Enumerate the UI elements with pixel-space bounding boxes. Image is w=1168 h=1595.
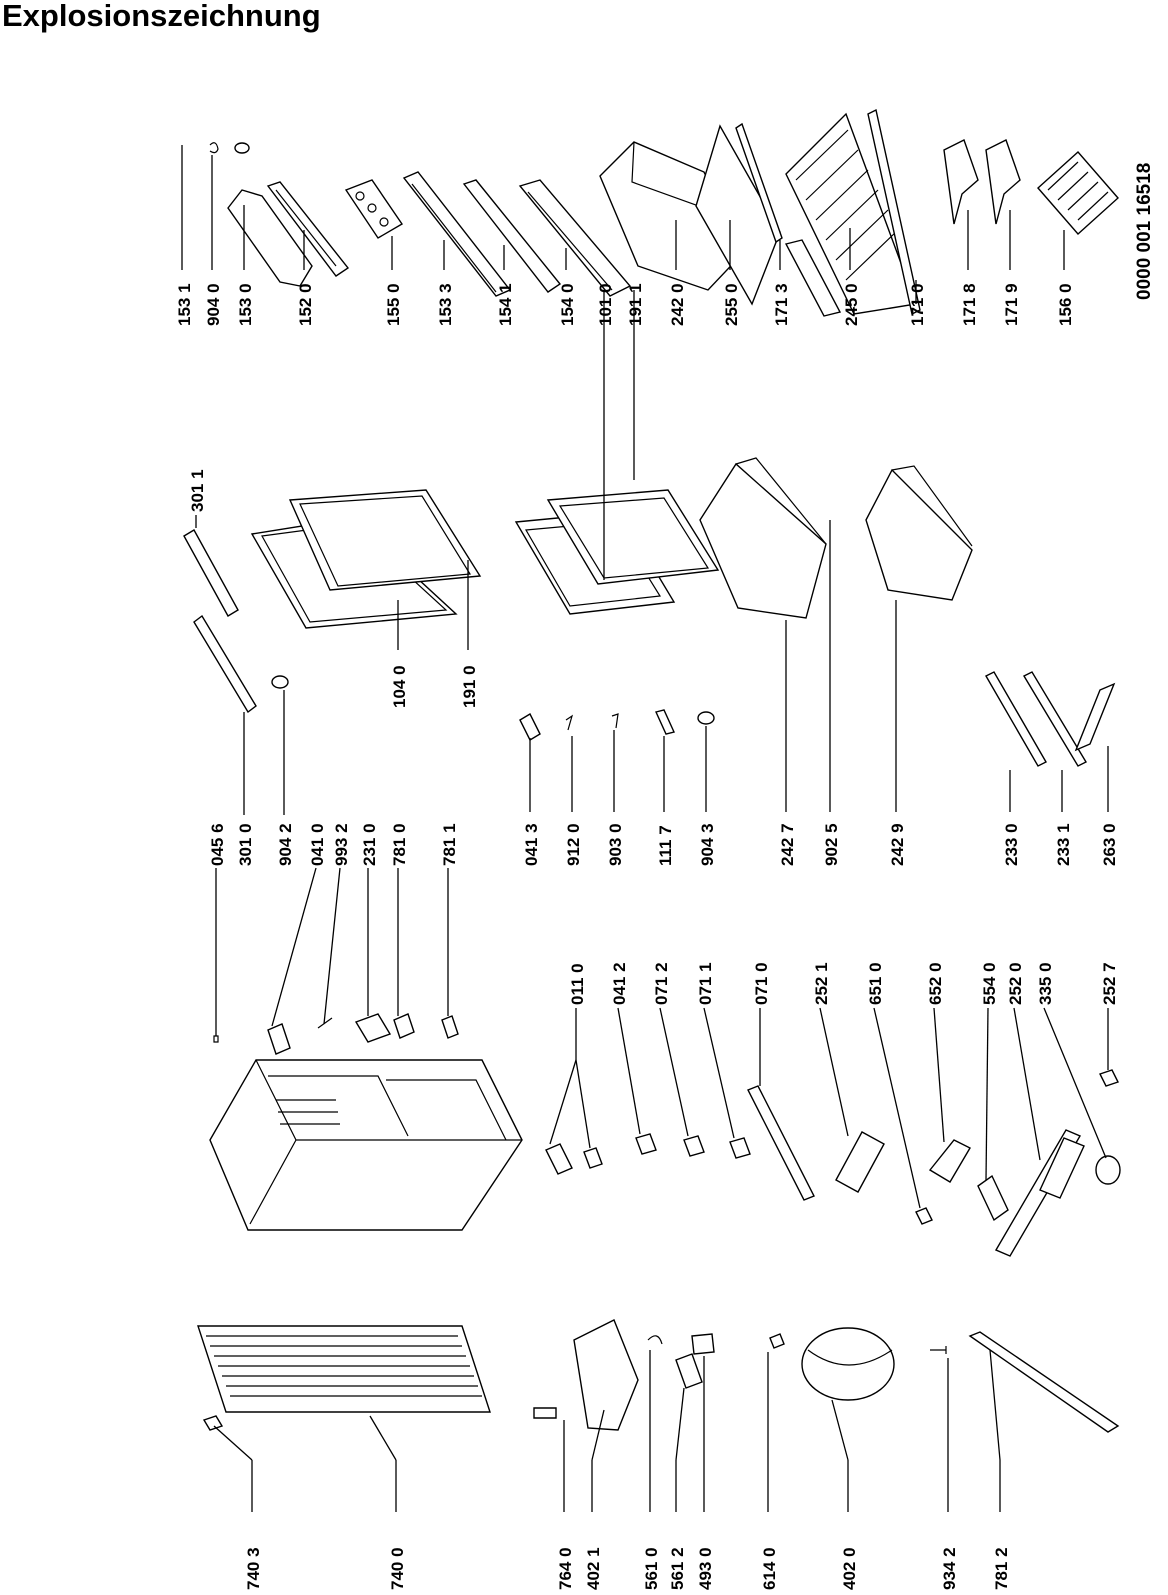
part-drawings-condenser <box>197 1319 1120 1433</box>
label-2310: 231 0 <box>360 823 379 866</box>
label-1911: 191 1 <box>626 283 645 326</box>
label-1910: 191 0 <box>460 665 479 708</box>
label-1719: 171 9 <box>1002 283 1021 326</box>
label-9030: 903 0 <box>606 823 625 866</box>
label-2450: 245 0 <box>842 283 861 326</box>
label-2521: 252 1 <box>812 962 831 1005</box>
label-1713: 171 3 <box>772 283 791 326</box>
label-9120: 912 0 <box>564 823 583 866</box>
label-1117: 111 7 <box>656 825 675 866</box>
label-0110: 011 0 <box>568 963 587 1005</box>
label-1530: 153 0 <box>236 283 255 326</box>
label-7810: 781 0 <box>390 823 409 866</box>
label-7403: 740 3 <box>244 1547 263 1590</box>
label-1010: 101 0 <box>596 283 615 326</box>
label-3011: 301 1 <box>188 469 207 512</box>
label-3350: 335 0 <box>1036 962 1055 1005</box>
label-0413: 041 3 <box>522 823 541 866</box>
label-5540: 554 0 <box>980 962 999 1005</box>
label-2429: 242 9 <box>888 823 907 866</box>
label-0711: 071 1 <box>696 962 715 1005</box>
part-drawings-cabinet <box>209 1013 1121 1257</box>
label-4930: 493 0 <box>696 1547 715 1590</box>
label-1533: 153 3 <box>436 283 455 326</box>
label-1540: 154 0 <box>558 283 577 326</box>
label-2427: 242 7 <box>778 823 797 866</box>
label-4021: 402 1 <box>584 1547 603 1590</box>
label-1718: 171 8 <box>960 283 979 326</box>
label-2630: 263 0 <box>1100 823 1119 866</box>
label-1541: 154 1 <box>496 283 515 326</box>
label-5610: 561 0 <box>642 1547 661 1590</box>
label-6520: 652 0 <box>926 962 945 1005</box>
page-title: Explosionszeichnung <box>2 0 321 33</box>
label-9932: 993 2 <box>332 823 351 866</box>
label-2331: 233 1 <box>1054 823 1073 866</box>
label-1520: 152 0 <box>296 283 315 326</box>
leader-lines <box>181 145 1109 1512</box>
label-0710: 071 0 <box>752 962 771 1005</box>
label-0456: 045 6 <box>208 823 227 866</box>
label-6510: 651 0 <box>866 962 885 1005</box>
part-drawings-top <box>209 108 1119 316</box>
label-6140: 614 0 <box>760 1547 779 1590</box>
label-0412: 041 2 <box>610 962 629 1005</box>
label-9042: 904 2 <box>276 823 295 866</box>
label-3010: 301 0 <box>236 823 255 866</box>
label-7811: 781 1 <box>440 823 459 866</box>
label-7812: 781 2 <box>992 1547 1011 1590</box>
label-1531: 153 1 <box>175 283 194 326</box>
label-4020: 402 0 <box>840 1547 859 1590</box>
label-9043: 904 3 <box>698 823 717 866</box>
label-9040: 904 0 <box>204 283 223 326</box>
label-2527: 252 7 <box>1100 962 1119 1005</box>
label-1040: 104 0 <box>390 665 409 708</box>
part-drawings-middle <box>183 239 1116 767</box>
part-number-labels: 153 1 904 0 153 0 152 0 155 0 153 3 154 … <box>175 283 1119 1590</box>
label-1550: 155 0 <box>384 283 403 326</box>
label-0410: 041 0 <box>308 823 327 866</box>
label-2550: 255 0 <box>722 283 741 326</box>
label-5612: 561 2 <box>668 1547 687 1590</box>
label-1710: 171 0 <box>908 283 927 326</box>
label-2330: 233 0 <box>1002 823 1021 866</box>
label-7400: 740 0 <box>388 1547 407 1590</box>
label-7640: 764 0 <box>556 1547 575 1590</box>
label-9342: 934 2 <box>940 1547 959 1590</box>
label-2420: 242 0 <box>668 283 687 326</box>
label-2520: 252 0 <box>1006 962 1025 1005</box>
label-0712: 071 2 <box>652 962 671 1005</box>
document-number: 0000 001 16518 <box>1134 163 1155 300</box>
label-1560: 156 0 <box>1056 283 1075 326</box>
label-9025: 902 5 <box>822 823 841 866</box>
